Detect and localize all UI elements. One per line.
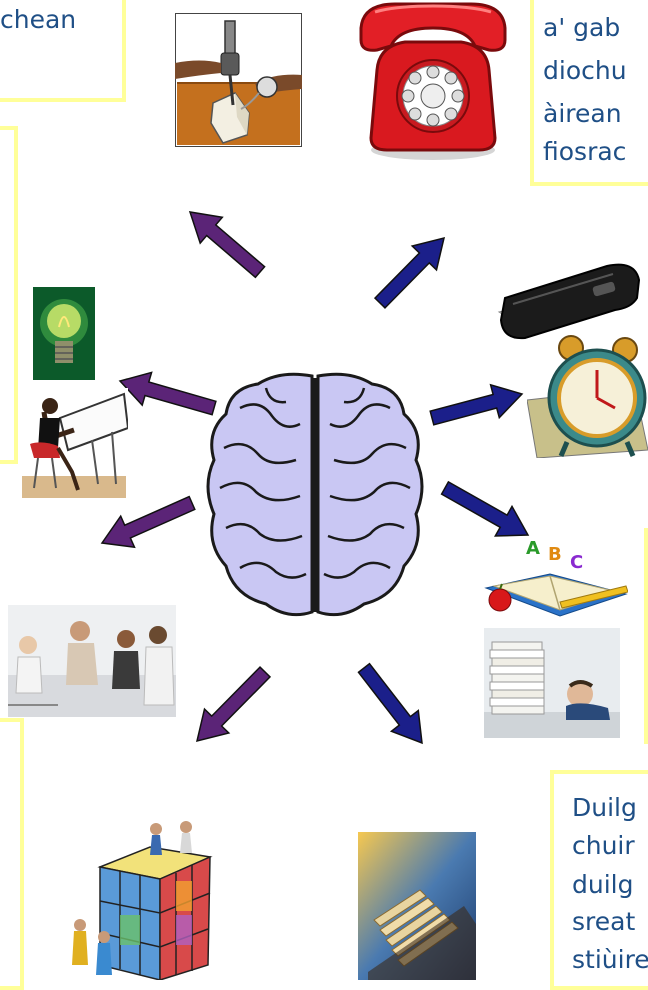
top-right-text-line-2: diochu	[543, 56, 627, 85]
abc-book-image: A B C	[480, 538, 628, 628]
woman-at-drafting-table-image	[20, 388, 128, 500]
top-right-text-line-1: a' gab	[543, 13, 621, 42]
man-with-paper-stack-photo	[484, 628, 620, 738]
bottom-right-text-line-2: chuir	[572, 831, 635, 860]
top-right-text-line-4: fiosrac	[543, 137, 627, 166]
bottom-right-text-line-3: duilg	[572, 870, 634, 899]
svg-text:B: B	[548, 544, 562, 565]
arrow-down-right	[357, 662, 423, 745]
bottom-right-text-line-4: sreat	[572, 907, 636, 936]
arrow-right	[429, 383, 524, 426]
arrow-lower-right	[440, 480, 530, 537]
svg-text:A: A	[526, 538, 540, 559]
top-right-text-line-3: àirean	[543, 99, 622, 128]
arrow-left	[118, 371, 217, 416]
top-right-text-box	[530, 0, 648, 186]
bottom-right-text-line-5: stiùire	[572, 945, 648, 974]
lightbulb-image	[33, 287, 95, 380]
soldering-iron-image	[175, 13, 302, 147]
bottom-right-text-line-1: Duilg	[572, 793, 637, 822]
arrow-up-right	[373, 236, 446, 309]
arrow-group	[100, 211, 530, 745]
top-left-text-line-1: chean	[0, 5, 77, 34]
bottom-right-text-box	[550, 770, 648, 990]
top-left-text-box	[0, 0, 126, 102]
svg-text:C: C	[570, 552, 583, 573]
alarm-clock-image	[527, 330, 648, 458]
people-climbing-cube-image	[60, 815, 238, 980]
brain-image	[200, 368, 430, 623]
left-middle-text-box	[0, 126, 18, 464]
group-meeting-photo	[8, 605, 176, 717]
right-middle-text-box	[644, 528, 648, 744]
wallet-image	[495, 258, 641, 342]
card-index-file-photo	[358, 832, 476, 980]
red-rotary-telephone-image	[355, 0, 510, 163]
arrow-lower-left	[100, 495, 196, 549]
arrow-down-left	[195, 666, 272, 743]
arrow-up-left	[188, 211, 266, 279]
